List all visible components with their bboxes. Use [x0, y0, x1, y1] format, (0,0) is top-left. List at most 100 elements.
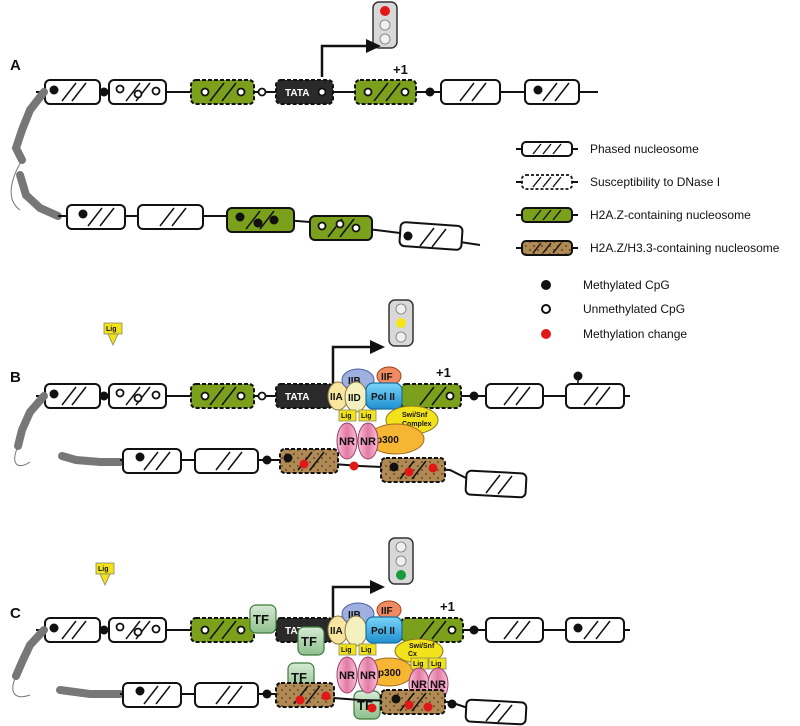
phased-nucleosome [485, 617, 544, 643]
legend-dnase: Susceptibility to DNase I [516, 174, 720, 190]
pol2-label-b: Pol II [371, 392, 395, 403]
traffic-light-a [372, 1, 398, 49]
phased-nucleosome [44, 79, 101, 105]
plus-one-b: +1 [436, 365, 451, 380]
phased-nucleosome [524, 79, 580, 105]
svg-text:Complex: Complex [402, 421, 432, 428]
svg-text:IIF: IIF [381, 606, 393, 617]
legend-phased-label: Phased nucleosome [590, 142, 699, 156]
legend: Phased nucleosome Susceptibility to DNas… [516, 141, 780, 341]
free-ligand-c: Lig [95, 562, 115, 586]
svg-text:NR: NR [360, 436, 376, 448]
h2az-h33-nucleosome [275, 682, 335, 708]
transcription-arrow-a [320, 44, 368, 77]
svg-text:IID: IID [348, 393, 361, 404]
h2az-h33-nucleosome [380, 689, 446, 715]
tata-box-a: TATA [275, 79, 334, 105]
svg-text:Lig: Lig [106, 326, 117, 333]
traffic-green-light [396, 570, 406, 580]
chromatin-loop-a [10, 88, 62, 220]
transcription-factor: TF [297, 626, 325, 656]
transcription-factor: TF [249, 604, 277, 634]
phased-nucleosome [108, 617, 167, 643]
svg-text:IIF: IIF [381, 372, 393, 383]
svg-text:TATA: TATA [285, 626, 309, 637]
svg-text:p300: p300 [376, 435, 399, 446]
h2az-nucleosome-plus1 [400, 617, 464, 643]
panel-b: B Lig [10, 299, 630, 499]
traffic-red-light [380, 6, 390, 16]
chromatin-loop-c [12, 626, 124, 698]
svg-text:TF: TF [301, 634, 317, 649]
svg-text:TF: TF [291, 670, 307, 685]
methylated-cpg-icon [541, 280, 551, 290]
panel-c-letter: C [10, 605, 21, 622]
h2az-h33-nucleosome [279, 448, 339, 474]
plus-one-c: +1 [440, 599, 455, 614]
svg-text:Swi/Snf: Swi/Snf [402, 412, 428, 419]
svg-text:IIA: IIA [330, 626, 343, 637]
h2az-h33-nucleosome [380, 457, 446, 483]
legend-methylated: Methylated CpG [541, 278, 670, 292]
svg-text:Lig: Lig [341, 647, 352, 654]
svg-text:IIB: IIB [348, 376, 361, 387]
svg-text:NR: NR [411, 679, 427, 691]
legend-unmethylated-label: Unmethylated CpG [583, 302, 685, 316]
phased-nucleosome [565, 383, 625, 409]
phased-nucleosome [122, 448, 182, 474]
traffic-yellow-light [396, 318, 406, 328]
phased-nucleosome [464, 698, 528, 726]
phased-nucleosome [398, 221, 464, 251]
legend-dnase-label: Susceptibility to DNase I [590, 175, 720, 189]
svg-text:TF: TF [253, 612, 269, 627]
h2az-nucleosome [190, 617, 255, 643]
h2az-nucleosome [309, 215, 373, 241]
phased-nucleosome [194, 448, 259, 474]
plus-one-a: +1 [393, 62, 408, 77]
pol2-label-c: Pol II [371, 626, 395, 637]
svg-text:p300: p300 [378, 668, 401, 679]
free-ligand-b: Lig [103, 322, 123, 346]
traffic-light-c [388, 537, 414, 585]
phased-nucleosome [194, 682, 259, 708]
svg-text:Swi/Snf: Swi/Snf [409, 643, 435, 650]
methylation-change-icon [541, 329, 551, 339]
phased-nucleosome [44, 617, 101, 643]
transcription-complex-b: IIA IIB IID IIF Pol II Swi/Snf Complex p… [327, 366, 439, 460]
h2az-nucleosome [190, 79, 255, 105]
svg-text:IIA: IIA [330, 392, 343, 403]
legend-change-label: Methylation change [583, 327, 687, 341]
transcription-complex-c: IIA IIB IIF Pol II Swi/Snf Cx p300 Lig L… [327, 600, 449, 701]
phased-nucleosome [44, 383, 101, 409]
panel-a: A [10, 1, 598, 251]
transcription-factor: TF [353, 690, 381, 720]
svg-text:NR: NR [339, 436, 355, 448]
legend-methylated-label: Methylated CpG [583, 278, 670, 292]
phased-nucleosome [108, 383, 167, 409]
legend-h2az-label: H2A.Z-containing nucleosome [590, 208, 751, 222]
tata-box-b: TATA [275, 383, 334, 409]
legend-h2az-h33: H2A.Z/H3.3-containing nucleosome [516, 240, 780, 256]
svg-text:TATA: TATA [285, 392, 309, 403]
transcription-arrow-c [331, 585, 372, 622]
legend-change: Methylation change [541, 327, 687, 341]
transcription-arrow-b [331, 345, 372, 392]
panel-b-letter: B [10, 369, 21, 386]
traffic-light-b [388, 299, 414, 347]
phased-nucleosome [440, 79, 501, 105]
svg-text:Lig: Lig [431, 661, 442, 668]
panel-c: C Lig [10, 537, 630, 726]
phased-nucleosome [565, 617, 625, 643]
h2az-nucleosome-plus1 [400, 383, 462, 409]
legend-unmethylated: Unmethylated CpG [541, 302, 685, 316]
panel-a-letter: A [10, 57, 21, 74]
svg-text:Lig: Lig [361, 413, 372, 420]
svg-text:Lig: Lig [98, 566, 109, 573]
svg-text:Lig: Lig [413, 661, 424, 668]
svg-text:Lig: Lig [361, 647, 372, 654]
phased-nucleosome [122, 682, 182, 708]
legend-h2az: H2A.Z-containing nucleosome [516, 207, 751, 223]
legend-h2az-h33-label: H2A.Z/H3.3-containing nucleosome [590, 241, 780, 255]
svg-text:Cx: Cx [408, 651, 417, 658]
